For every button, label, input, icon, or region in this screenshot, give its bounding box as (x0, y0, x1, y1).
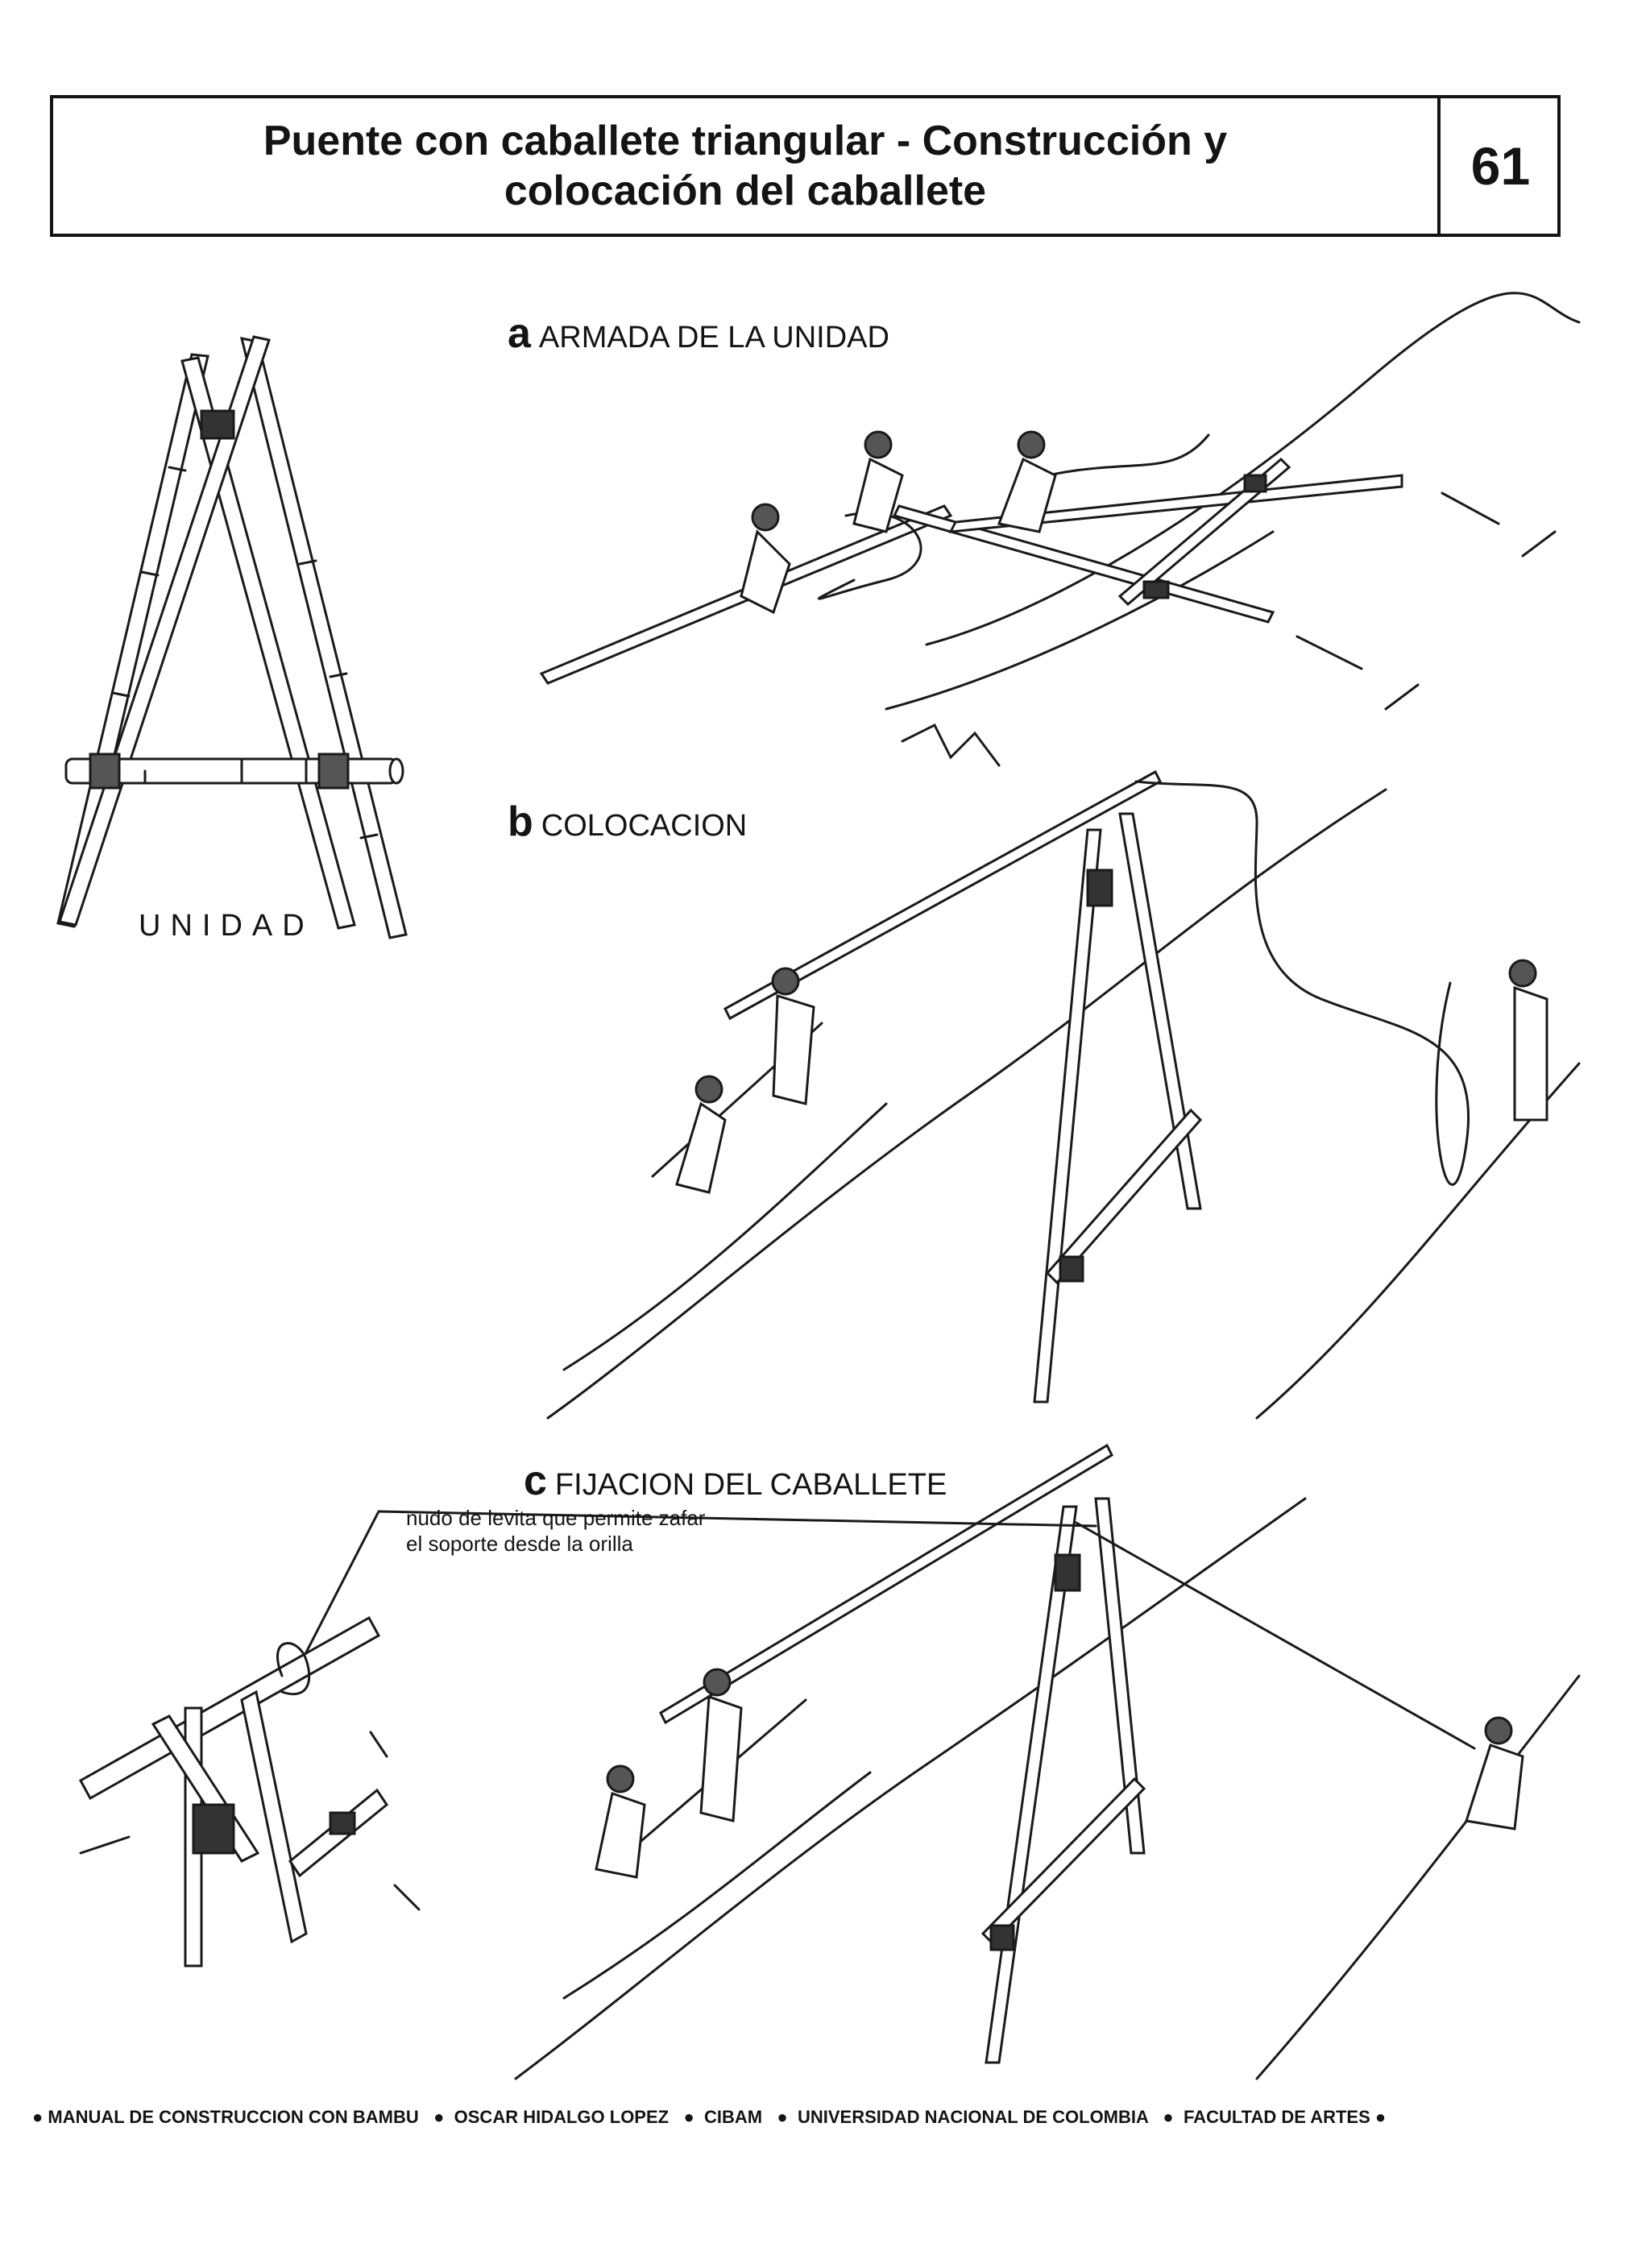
section-b-title: COLOCACION (541, 809, 748, 843)
section-b-letter: b (508, 798, 533, 845)
footer-bullet: ● (767, 2107, 798, 2127)
footer-bullet: ● (32, 2107, 48, 2127)
page-title-line-2: colocación del caballete (504, 168, 987, 214)
section-c-title: FIJACION DEL CABALLETE (554, 1468, 947, 1502)
knot-note-line-2: el soporte desde la orilla (406, 1532, 633, 1556)
unidad-label: UNIDAD (139, 909, 314, 943)
footer-bullet: ● (1374, 2107, 1387, 2127)
page-title: Puente con caballete triangular - Constr… (53, 98, 1437, 234)
knot-detail-illustration (78, 1615, 421, 1967)
footer-item: CIBAM (703, 2107, 763, 2127)
footer-item: MANUAL DE CONSTRUCCION CON BAMBU (48, 2107, 419, 2127)
section-a-letter: a (508, 310, 531, 357)
section-b-placement-illustration (546, 769, 1581, 1420)
title-frame (50, 95, 1561, 237)
knot-note: nudo de levita que permite zafar el sopo… (406, 1505, 705, 1557)
footer-bullet: ● (423, 2107, 454, 2127)
footer-bullet: ● (674, 2107, 704, 2127)
page-title-line-1: Puente con caballete triangular - Constr… (263, 118, 1228, 164)
unidad-a-frame-illustration (56, 335, 408, 939)
section-c-fixing-illustration (292, 1443, 1581, 2080)
section-c-letter: c (524, 1457, 547, 1504)
footer-item: FACULTAD DE ARTES (1183, 2107, 1370, 2127)
knot-note-line-1: nudo de levita que permite zafar (406, 1506, 706, 1530)
footer-item: OSCAR HIDALGO LOPEZ (454, 2107, 670, 2127)
footer-item: UNIVERSIDAD NACIONAL DE COLOMBIA (797, 2107, 1149, 2127)
section-a-assembly-illustration (539, 292, 1581, 767)
section-a-title: ARMADA DE LA UNIDAD (538, 321, 889, 355)
page-number: 61 (1437, 95, 1561, 237)
footer-bullet: ● (1153, 2107, 1184, 2127)
footer: ● MANUAL DE CONSTRUCCION CON BAMBU ● OSC… (32, 2107, 1611, 2128)
